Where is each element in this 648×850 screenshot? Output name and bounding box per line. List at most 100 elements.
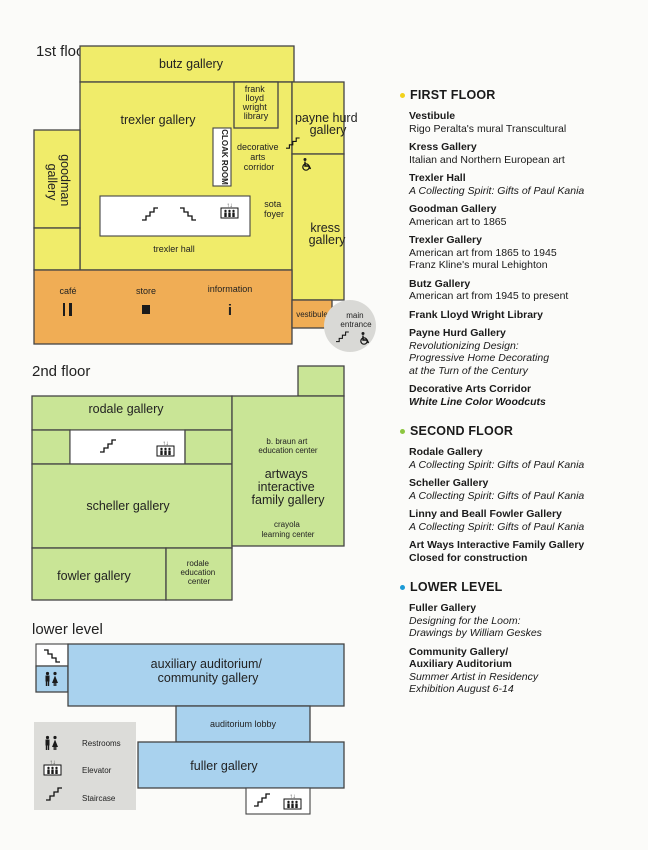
exhibit-description: Designing for the Loom: (409, 614, 521, 627)
room-cloak-room[interactable] (212, 127, 232, 187)
exhibit-title: Scheller Gallery (409, 477, 489, 489)
exhibit-title: Fuller Gallery (409, 602, 477, 614)
map-symbol-legend: Restrooms Elevator Staircase (34, 722, 136, 810)
room-label-auditorium-lobby: auditorium lobby (210, 719, 277, 729)
room-second-small-left (31, 429, 71, 465)
exhibit-description: Italian and Northern European art (409, 153, 565, 166)
room-butz-gallery[interactable] (79, 45, 295, 83)
exhibit-description: Drawings by William Geskes (409, 627, 542, 639)
exhibit-description: American art from 1945 to present (409, 290, 569, 302)
room-label-trexler-hall: trexler hall (153, 244, 195, 254)
room-label-trexler-gallery: trexler gallery (120, 113, 196, 127)
store-bag-icon (142, 305, 150, 314)
room-label-rodale: rodale gallery (88, 402, 164, 416)
room-goodman-gallery[interactable] (33, 129, 81, 229)
exhibit-description: Exhibition August 6-14 (409, 683, 514, 695)
exhibit-description: White Line Color Woodcuts (409, 395, 546, 408)
exhibit-title: Vestibule (409, 110, 456, 122)
room-auxiliary-auditorium[interactable] (67, 643, 345, 707)
room-label-rodale-education: rodale education center (181, 559, 218, 586)
information-icon: i (228, 302, 232, 319)
label-main-entrance: main entrance (340, 311, 372, 329)
exhibit-title: Kress Gallery (409, 141, 477, 153)
exhibit-description: at the Turn of the Century (409, 364, 528, 377)
room-label-kress: kress gallery (309, 221, 347, 247)
room-label-payne-hurd: payne hurd gallery (295, 111, 361, 137)
room-rodale-education-center[interactable] (165, 547, 233, 601)
exhibit-title: Art Ways Interactive Family Gallery (409, 539, 585, 551)
exhibit-title: Goodman Gallery (409, 203, 497, 215)
room-lower-restrooms[interactable] (35, 665, 69, 693)
exhibit-description: Progressive Home Decorating (409, 352, 550, 364)
area-label-information: information (208, 284, 253, 294)
exhibit-description: American art to 1865 (409, 215, 507, 228)
room-label-decorative-arts-corridor: decorative arts corridor (237, 142, 281, 172)
exhibit-description: Rigo Peralta's mural Transcultural (409, 122, 567, 135)
room-label-crayola: crayola learning center (262, 520, 315, 539)
room-label-goodman: goodman gallery (45, 154, 72, 210)
room-label-butz: butz gallery (159, 57, 224, 71)
room-scheller-gallery[interactable] (31, 463, 233, 549)
section-heading-first-floor: FIRST FLOOR (400, 88, 639, 102)
room-second-upper-right (297, 365, 345, 397)
room-label-artways: artways interactive family gallery (252, 467, 326, 507)
room-kress-gallery[interactable] (291, 153, 345, 301)
exhibit-title: Trexler Gallery (409, 234, 482, 246)
room-label-cloak: CLOAK ROOM (220, 129, 229, 185)
section-bullet-icon (400, 584, 405, 590)
room-artways-interactive-family-gallery[interactable] (231, 395, 345, 547)
room-label-flw: frank lloyd wright library (242, 84, 270, 121)
exhibit-title: Butz Gallery (409, 277, 471, 290)
room-fuller-gallery[interactable] (137, 741, 345, 789)
section-heading-lower-level: LOWER LEVEL (400, 580, 639, 594)
exhibit-entry: Frank Lloyd Wright Library (409, 309, 639, 322)
exhibit-description: Revolutionizing Design: (409, 339, 519, 352)
exhibit-description: A Collecting Spirit: Gifts of Paul Kania (409, 458, 585, 471)
area-label-store: store (136, 286, 156, 296)
section-heading-second-floor: SECOND FLOOR (400, 424, 639, 438)
section-bullet-icon (400, 92, 405, 98)
room-label-vestibule: vestibule (296, 310, 328, 319)
room-cafe-store-information[interactable] (33, 269, 293, 345)
room-payne-hurd-gallery[interactable] (291, 81, 345, 155)
floor-plan-map: ↑↓ 1st floor butz gallery trexler galler… (31, 43, 376, 815)
floor-label-lower: lower level (32, 621, 103, 638)
room-label-sota-foyer: sota foyer (264, 199, 284, 219)
room-auditorium-lobby[interactable] (175, 705, 311, 743)
room-restrooms-first[interactable] (33, 227, 81, 271)
room-rodale-gallery[interactable] (31, 395, 233, 431)
room-frank-lloyd-wright-library[interactable] (233, 81, 279, 129)
exhibit-description: Auxiliary Auditorium (409, 658, 512, 670)
room-label-auxiliary-auditorium: auxiliary auditorium/ community gallery (151, 657, 266, 685)
section-bullet-icon (400, 428, 405, 434)
room-label-scheller: scheller gallery (86, 499, 170, 513)
exhibit-description: A Collecting Spirit: Gifts of Paul Kania (409, 184, 585, 197)
cafe-utensils-icon (63, 303, 72, 316)
exhibit-title: Payne Hurd Gallery (409, 327, 506, 339)
legend-label-staircase: Staircase (82, 794, 116, 803)
exhibit-title: Rodale Gallery (409, 446, 483, 458)
exhibit-title: Trexler Hall (409, 172, 466, 184)
floor-label-second: 2nd floor (32, 363, 90, 380)
exhibit-description: Closed for construction (409, 551, 528, 564)
exhibit-title: Decorative Arts Corridor (409, 383, 532, 395)
room-fowler-gallery[interactable] (31, 547, 167, 601)
legend-label-restrooms: Restrooms (82, 739, 121, 748)
